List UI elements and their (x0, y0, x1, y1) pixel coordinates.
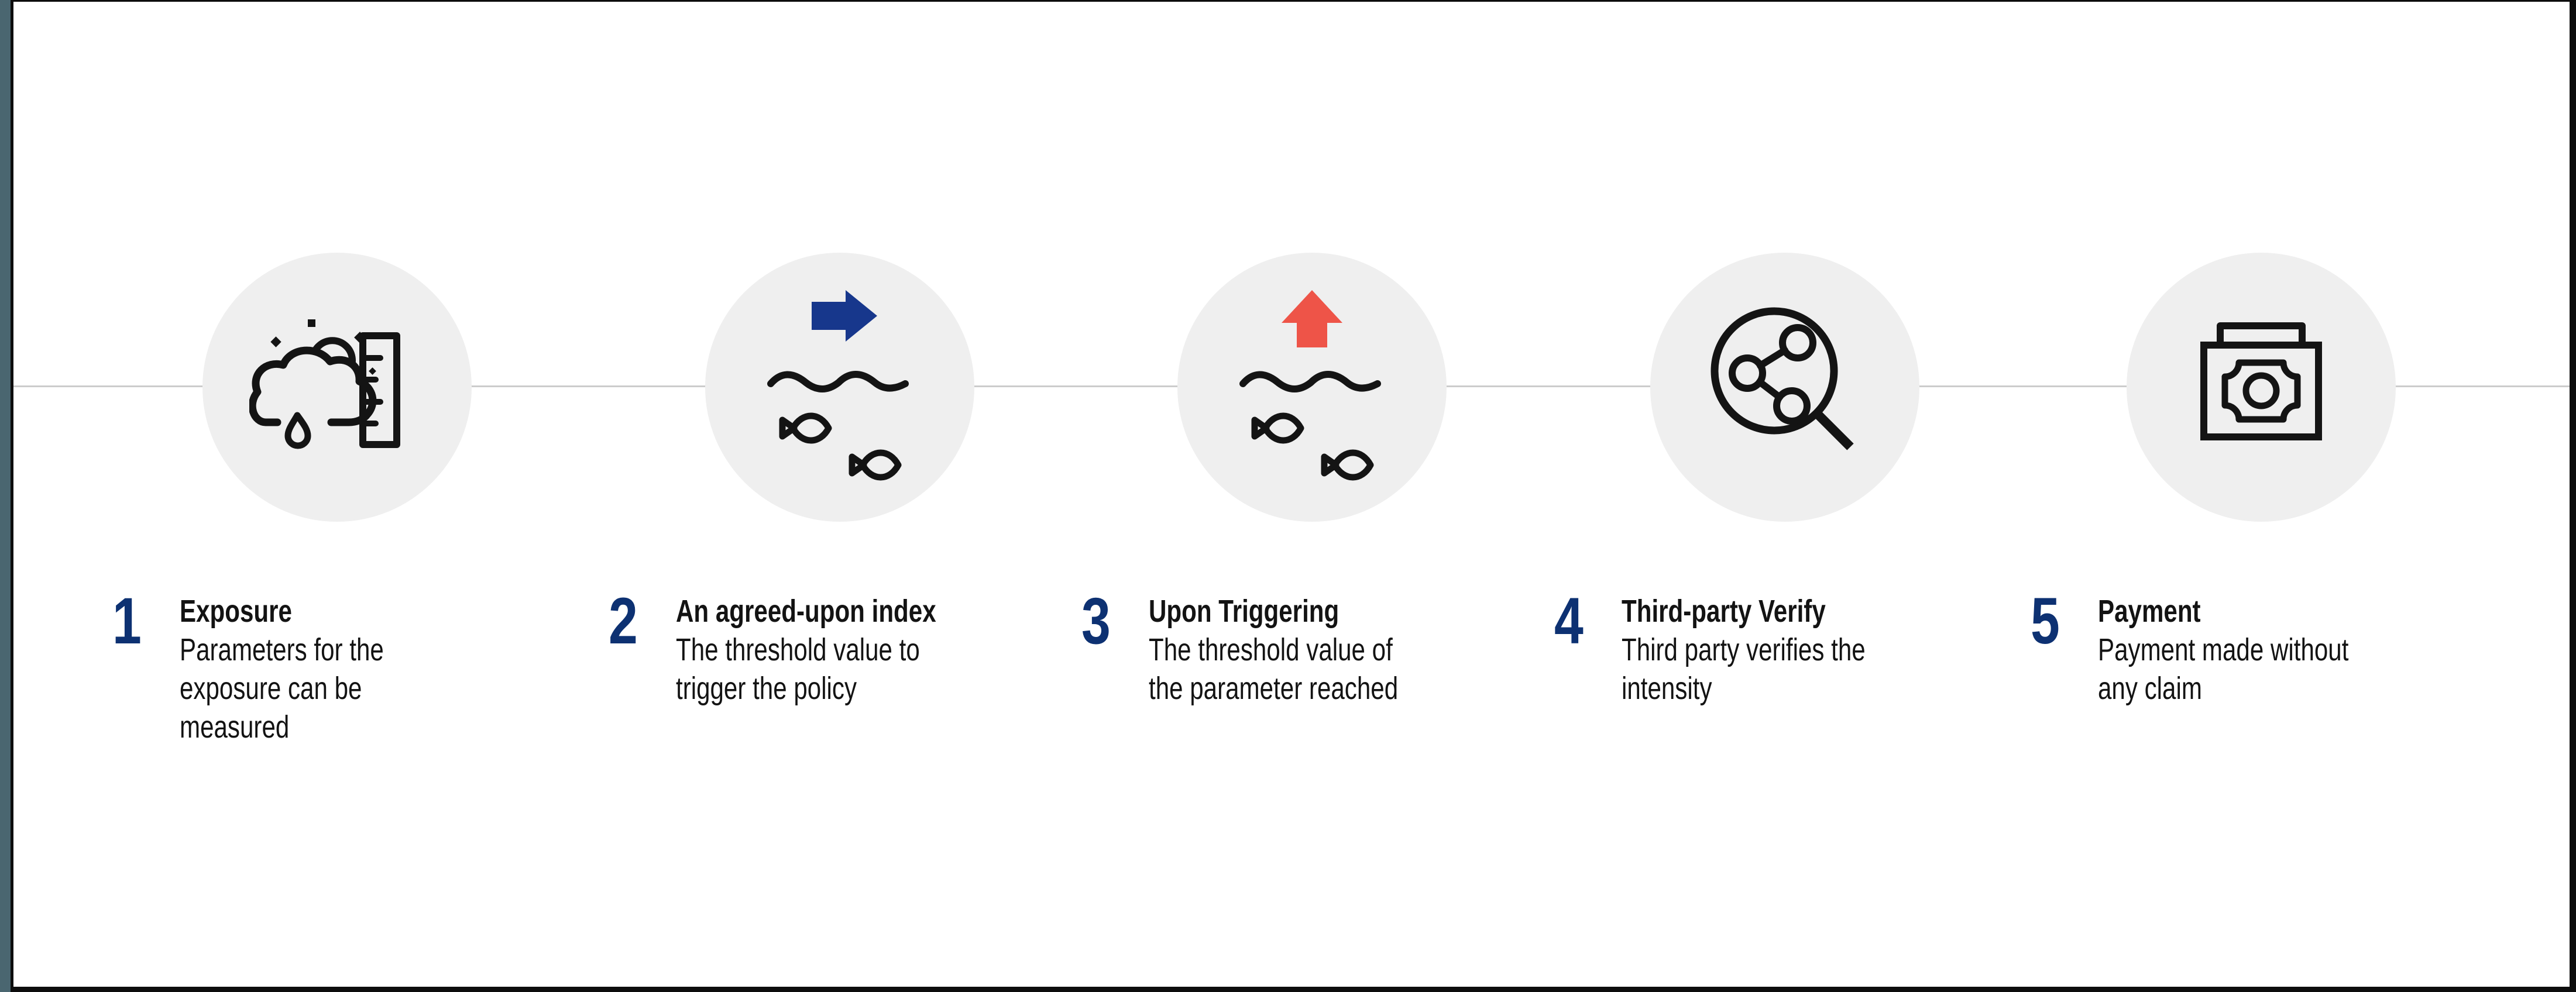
frame-border-top (11, 0, 2576, 2)
step-3-circle (1177, 253, 1447, 522)
step-4-description: Third party verifies the intensity (1622, 632, 1866, 706)
step-5-description: Payment made without any claim (2098, 632, 2349, 706)
step-2-title: An agreed-upon index (676, 594, 936, 629)
cloud-rain-ruler-icon (249, 319, 400, 449)
step-5-title: Payment (2098, 594, 2201, 629)
step-2-number: 2 (609, 584, 638, 657)
step-1-number: 1 (112, 584, 142, 657)
step-4-circle (1650, 253, 1919, 522)
step-5: 5 Payment Payment made without any claim (2031, 584, 2576, 708)
step-2-description: The threshold value to trigger the polic… (676, 632, 920, 706)
arrow-right-waves-fish-icon (767, 290, 909, 481)
frame-border-left (11, 0, 13, 992)
step-1: 1 Exposure Parameters for the exposure c… (112, 584, 671, 746)
step-5-number: 5 (2031, 584, 2060, 657)
step-3-description: The threshold value of the parameter rea… (1149, 632, 1399, 706)
arrow-up-waves-fish-icon (1239, 290, 1381, 481)
step-1-description: Parameters for the exposure can be measu… (180, 632, 384, 745)
step-4-title: Third-party Verify (1622, 594, 1826, 629)
step-5-circle (2127, 253, 2396, 522)
step-3: 3 Upon Triggering The threshold value of… (1081, 584, 1640, 708)
step-4-number: 4 (1554, 584, 1584, 657)
step-3-title: Upon Triggering (1149, 594, 1339, 629)
magnifier-network-icon (1711, 307, 1854, 450)
frame-border-right (2570, 0, 2576, 992)
step-1-circle (202, 253, 472, 522)
step-4: 4 Third-party Verify Third party verifie… (1554, 584, 2113, 708)
step-3-number: 3 (1081, 584, 1111, 657)
frame-border-bottom (11, 987, 2576, 992)
banknote-icon (2200, 322, 2322, 440)
step-2: 2 An agreed-upon index The threshold val… (609, 584, 1167, 708)
left-accent-strip (0, 0, 11, 992)
step-1-title: Exposure (180, 594, 292, 629)
step-2-circle (705, 253, 974, 522)
